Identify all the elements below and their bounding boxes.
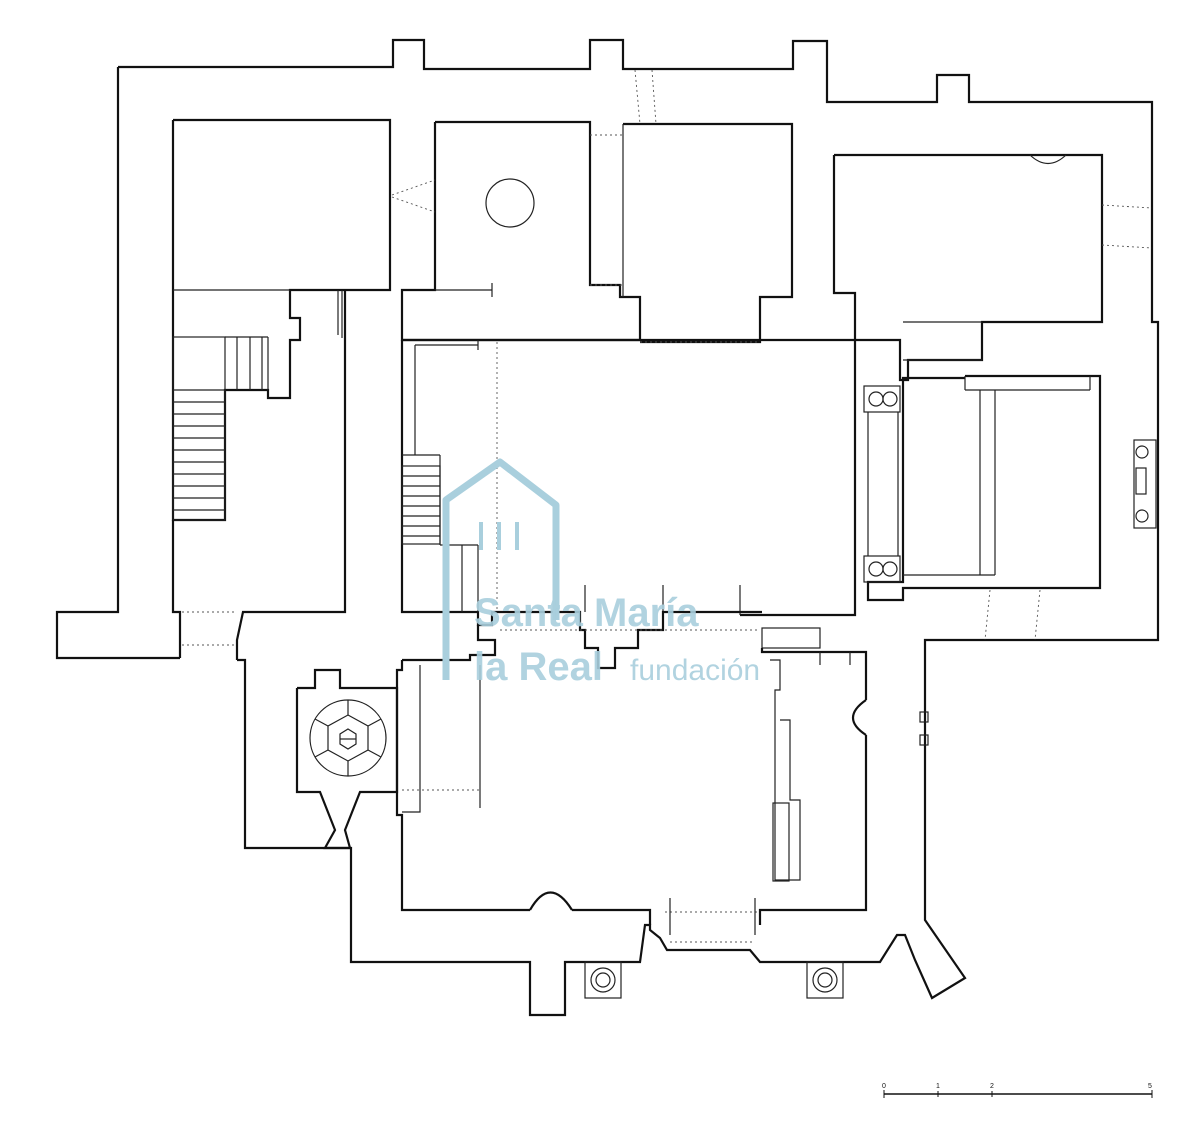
- niche-northeast: [1029, 154, 1067, 165]
- outer-wall-south: [237, 658, 840, 1017]
- staircase-west: [172, 336, 269, 521]
- watermark-logo: Santa María la Real fundación: [442, 458, 760, 689]
- well-circle: [485, 178, 535, 228]
- outer-walls: [55, 38, 1160, 1017]
- apse-east: [851, 699, 867, 736]
- column-bases-south: [584, 961, 844, 999]
- scale-label-2: 2: [990, 1083, 994, 1090]
- stepped-partition: [402, 610, 821, 670]
- room-east: [866, 374, 1102, 641]
- outer-wall-north: [118, 38, 1160, 1000]
- outer-wall-west: [55, 67, 180, 660]
- room-south-hall: [395, 648, 868, 943]
- apse-south: [529, 891, 573, 911]
- scale-bar: 0 1 2 5: [882, 1083, 1153, 1098]
- openings-east: [919, 711, 929, 746]
- room-north-center-well: [391, 120, 642, 342]
- watermark-line2: la Real: [474, 645, 603, 689]
- corridor-west: [171, 290, 347, 660]
- chapel-west: [295, 668, 399, 850]
- house-icon: [442, 458, 560, 680]
- column-bases-east: [863, 385, 1157, 583]
- watermark-line1: Santa María: [474, 591, 699, 635]
- room-north-center-right: [622, 69, 794, 344]
- room-northeast: [832, 153, 1153, 382]
- scale-label-1: 1: [936, 1083, 940, 1090]
- room-northwest: [171, 118, 392, 522]
- watermark-line3: fundación: [630, 654, 760, 687]
- scale-label-5: 5: [1148, 1083, 1152, 1090]
- scale-label-0: 0: [882, 1083, 886, 1090]
